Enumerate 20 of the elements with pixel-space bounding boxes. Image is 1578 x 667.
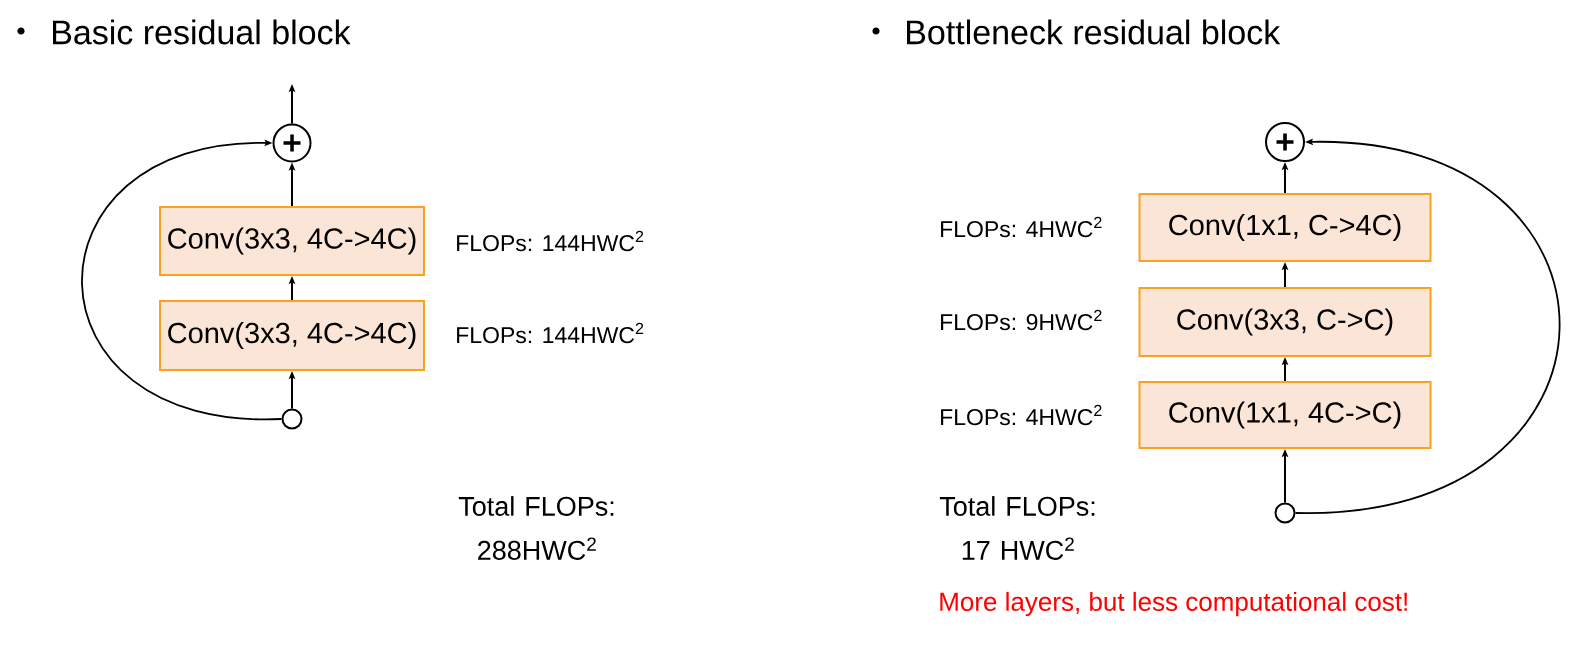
layer-box: Conv(3x3, 4C->4C): [159, 206, 425, 276]
layer-box: Conv(3x3, C->C): [1138, 287, 1432, 357]
total-flops-text: Total FLOPs: 288HWC$^{2}$: [458, 496, 614, 560]
layer-box: Conv(3x3, 4C->4C): [159, 300, 425, 371]
heading: Bottleneck residual block: [907, 19, 1281, 45]
layer-box: Conv(1x1, 4C->C): [1138, 381, 1432, 449]
flops-label: FLOPs: 4HWC$^{2}$: [941, 404, 1102, 426]
total-flops-text: Total FLOPs: 17 HWC$^{2}$: [939, 496, 1095, 560]
layer-box: Conv(1x1, C->4C): [1138, 193, 1432, 262]
flops-label: FLOPs: 144HWC$^{2}$: [457, 230, 644, 252]
heading: Basic residual block: [53, 19, 351, 45]
flops-label: FLOPs: 9HWC$^{2}$: [941, 309, 1102, 331]
sum-circle: [1265, 122, 1305, 162]
flops-label: FLOPs: 4HWC$^{2}$: [941, 216, 1102, 238]
curved-arrow: [81, 139, 283, 420]
input-circle: [1274, 502, 1296, 524]
note-text: More layers, but less computational cost!: [940, 591, 1407, 617]
sum-circle: [272, 123, 312, 163]
input-circle: [281, 408, 303, 430]
flops-label: FLOPs: 144HWC$^{2}$: [457, 322, 644, 344]
